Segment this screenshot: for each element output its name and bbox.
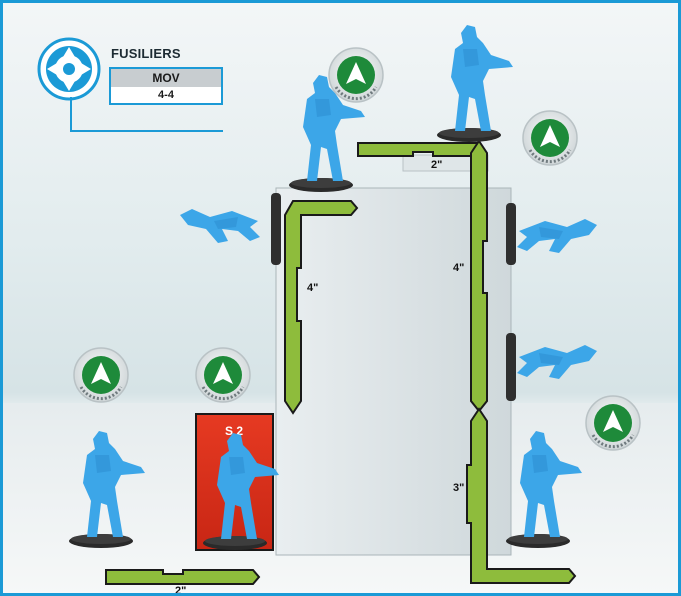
- miniature-trooper-prone[interactable]: [180, 209, 260, 243]
- stat-header-mov: MOV: [111, 69, 221, 87]
- regular-troop-logo-icon: [37, 37, 101, 101]
- unit-profile-card: FUSILIERS MOV 4-4: [37, 37, 227, 137]
- ruler-right-3in: 3": [453, 409, 575, 583]
- miniature-trooper-prone[interactable]: [517, 345, 597, 379]
- unit-stat-table: MOV 4-4: [109, 67, 223, 105]
- regular-order-icon: [329, 48, 383, 102]
- regular-order-icon: [196, 348, 250, 402]
- regular-order-icon: [523, 111, 577, 165]
- ruler-label-right: 4": [453, 262, 464, 274]
- miniature-trooper[interactable]: [69, 431, 145, 548]
- ruler-label-bottom: 2": [175, 585, 186, 593]
- ruler-label-left: 4": [307, 282, 318, 294]
- ruler-label-lower: 3": [453, 482, 464, 494]
- unit-name: FUSILIERS: [111, 46, 181, 61]
- stat-value-mov: 4-4: [111, 87, 221, 103]
- ruler-bottom-2in: 2": [106, 570, 259, 593]
- ruler-label-top: 2": [431, 159, 442, 171]
- miniature-trooper[interactable]: [506, 431, 582, 548]
- miniature-trooper-prone[interactable]: [517, 219, 597, 253]
- regular-order-icon: [586, 396, 640, 450]
- miniature-trooper[interactable]: [437, 25, 513, 142]
- regular-order-icon: [74, 348, 128, 402]
